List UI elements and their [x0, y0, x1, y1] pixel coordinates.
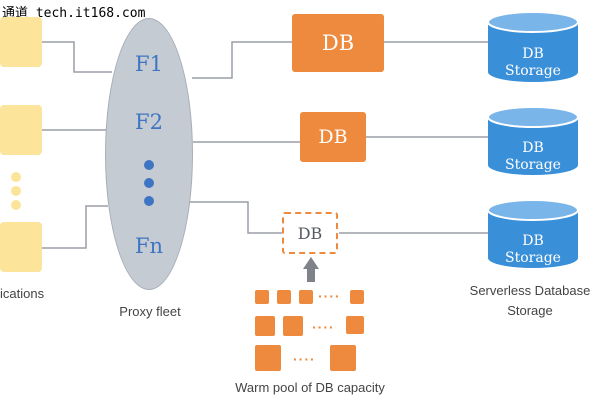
storage-3-label-line1: DB — [522, 233, 544, 249]
applications-caption: ications — [0, 286, 45, 301]
db-instance-1: DB — [292, 14, 384, 72]
storage-2-label: DB Storage — [485, 140, 581, 174]
db-instance-2-label: DB — [318, 126, 348, 148]
serverless-storage-caption: Serverless Database Storage — [460, 281, 600, 321]
storage-1-label: DB Storage — [485, 46, 581, 80]
warm-db-label: DB — [297, 223, 323, 243]
pool-unit — [299, 290, 313, 304]
pool-ellipsis: ···· — [312, 319, 335, 335]
serverless-storage-caption-line2: Storage — [507, 303, 553, 318]
storage-cylinder-1 — [487, 11, 579, 82]
storage-1-label-line1: DB — [522, 46, 544, 62]
pool-ellipsis: ···· — [318, 288, 341, 304]
warm-pool-caption: Warm pool of DB capacity — [235, 380, 385, 395]
connector-app3-proxy — [42, 205, 108, 249]
application-box-3 — [0, 222, 42, 272]
proxy-ellipsis-dot — [144, 178, 154, 188]
pool-unit — [346, 316, 364, 334]
storage-3-label: DB Storage — [485, 233, 581, 267]
storage-1-label-line2: Storage — [505, 63, 561, 79]
proxy-label-fn: Fn — [134, 234, 164, 258]
proxy-label-f1: F1 — [135, 52, 163, 76]
pool-unit — [330, 345, 356, 371]
pool-unit — [350, 290, 364, 304]
application-box-2 — [0, 105, 42, 155]
ellipsis-dot — [11, 186, 21, 196]
ellipsis-dot — [11, 200, 21, 210]
warm-db-instance: DB — [282, 212, 338, 254]
storage-cylinder-2 — [487, 106, 579, 175]
proxy-fleet-ellipse — [105, 18, 193, 290]
storage-cylinder-3 — [487, 199, 579, 268]
pool-unit — [255, 316, 275, 336]
up-arrow-icon — [303, 257, 319, 282]
proxy-fleet-caption: Proxy fleet — [119, 304, 181, 319]
db-instance-1-label: DB — [321, 31, 355, 55]
db-instance-2: DB — [300, 112, 366, 162]
storage-2-label-line1: DB — [522, 140, 544, 156]
serverless-storage-caption-line1: Serverless Database — [469, 283, 591, 298]
connector-proxy-db1 — [192, 41, 292, 79]
connector-app1-proxy — [42, 41, 112, 73]
proxy-ellipsis-dot — [144, 160, 154, 170]
connector-proxy-warmdb — [190, 201, 282, 234]
storage-2-label-line2: Storage — [505, 157, 561, 173]
proxy-label-f2: F2 — [135, 110, 163, 134]
pool-unit — [283, 316, 303, 336]
pool-unit — [255, 290, 269, 304]
pool-unit — [277, 290, 291, 304]
ellipsis-dot — [11, 172, 21, 182]
storage-3-label-line2: Storage — [505, 250, 561, 266]
pool-ellipsis: ···· — [293, 351, 316, 367]
application-box-1 — [0, 17, 42, 67]
pool-unit — [255, 345, 281, 371]
proxy-ellipsis-dot — [144, 196, 154, 206]
